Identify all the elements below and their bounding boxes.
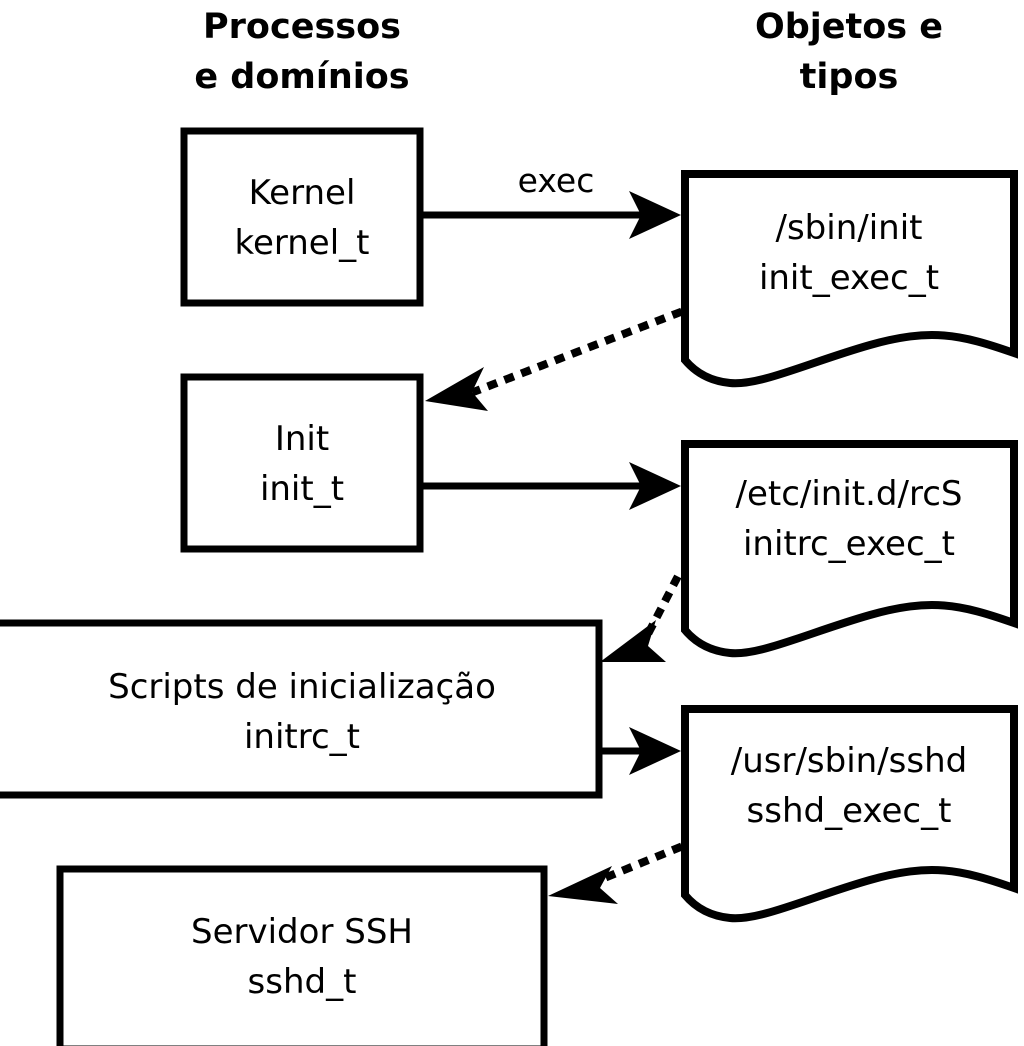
column-header-objects-line2: tipos: [800, 57, 899, 97]
edge-init-exec-arrowhead: [629, 462, 681, 510]
node-sshd-line1: Servidor SSH: [191, 912, 413, 952]
column-header-processes-line2: e domínios: [194, 57, 409, 97]
node-kernel-box[interactable]: [180, 127, 424, 307]
node-init-exec-document[interactable]: [681, 170, 1018, 388]
node-initrc-line1: Scripts de inicialização: [108, 667, 496, 707]
edge-initrc-transition-arrowhead: [600, 620, 666, 662]
edge-sshd-transition-line: [596, 842, 684, 885]
node-sshd-exec-document[interactable]: [681, 705, 1018, 923]
node-kernel[interactable]: Kernel kernel_t: [180, 127, 424, 307]
node-sshd[interactable]: Servidor SSH sshd_t: [56, 865, 548, 1046]
node-initrc-exec-line1: /etc/init.d/rcS: [736, 474, 963, 514]
column-header-objects-line1: Objetos e: [755, 7, 943, 47]
node-init-exec-line1: /sbin/init: [776, 208, 923, 248]
node-init-box[interactable]: [180, 373, 424, 553]
node-sshd-exec[interactable]: /usr/sbin/sshd sshd_exec_t: [681, 705, 1018, 923]
edge-init-transition-arrowhead: [425, 367, 488, 411]
node-initrc-exec-line2: initrc_exec_t: [743, 524, 955, 564]
edge-init-transition-line: [470, 307, 684, 397]
edge-init-exec-initrc-exec: [421, 462, 681, 510]
edge-sshd-exec-transition-sshd: [548, 842, 684, 904]
node-initrc-line2: initrc_t: [244, 717, 360, 757]
column-header-processes: Processos e domínios: [194, 7, 409, 97]
node-sshd-box[interactable]: [56, 865, 548, 1046]
node-sshd-exec-line2: sshd_exec_t: [747, 791, 952, 831]
node-init[interactable]: Init init_t: [180, 373, 424, 553]
node-initrc-exec-document[interactable]: [681, 440, 1018, 658]
edge-initrc-exec-sshd-exec: [600, 727, 681, 775]
node-init-exec[interactable]: /sbin/init init_exec_t: [681, 170, 1018, 388]
node-initrc-box[interactable]: [0, 619, 603, 799]
node-kernel-line1: Kernel: [249, 173, 356, 213]
node-initrc-exec[interactable]: /etc/init.d/rcS initrc_exec_t: [681, 440, 1018, 658]
node-kernel-line2: kernel_t: [234, 223, 369, 263]
node-init-line1: Init: [275, 419, 329, 459]
node-init-line2: init_t: [260, 469, 344, 509]
node-sshd-line2: sshd_t: [248, 962, 357, 1002]
edge-init-exec-transition-init: [425, 307, 684, 411]
column-header-processes-line1: Processos: [203, 7, 401, 47]
node-init-exec-line2: init_exec_t: [759, 258, 939, 298]
edge-initrc-exec-transition-initrc: [600, 574, 682, 662]
column-header-objects: Objetos e tipos: [755, 7, 943, 97]
edge-sshd-transition-arrowhead: [548, 866, 618, 904]
edge-label-exec: exec: [518, 161, 595, 200]
node-initrc[interactable]: Scripts de inicialização initrc_t: [0, 619, 603, 799]
edge-initrc-exec-arrowhead: [629, 727, 681, 775]
edge-kernel-exec-init-exec: exec: [422, 161, 681, 239]
node-sshd-exec-line1: /usr/sbin/sshd: [731, 741, 967, 781]
edge-kernel-exec-arrowhead: [629, 191, 681, 239]
